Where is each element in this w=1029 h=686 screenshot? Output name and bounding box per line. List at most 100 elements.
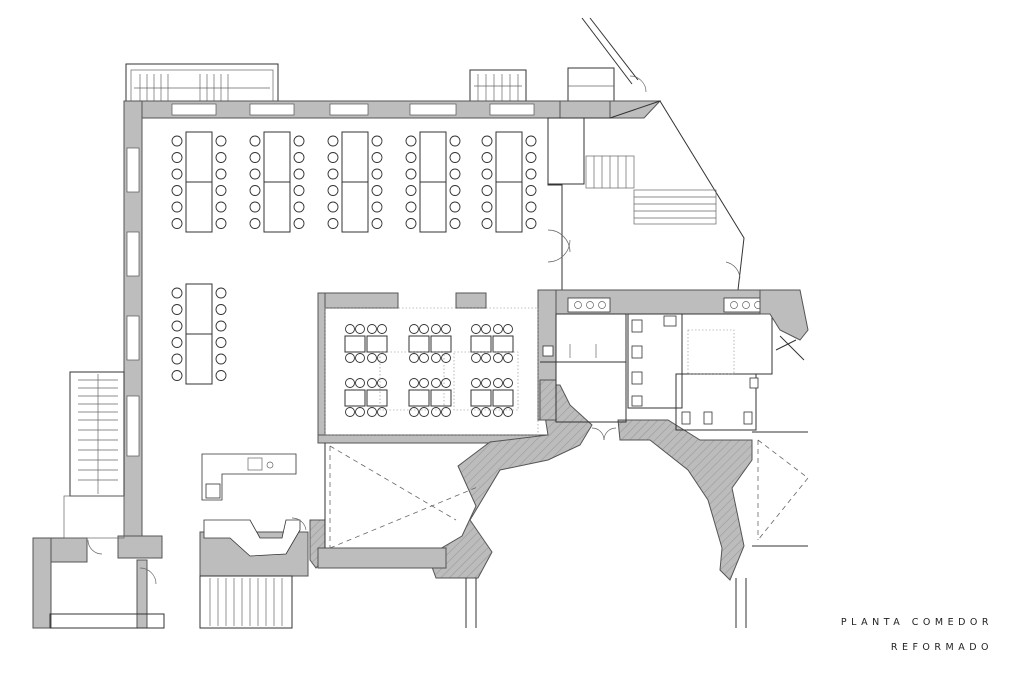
- bar-counter: [201, 453, 301, 557]
- chair: [367, 378, 377, 388]
- chair: [449, 201, 461, 213]
- chair: [355, 353, 365, 363]
- table: [344, 389, 366, 407]
- chair: [441, 324, 451, 334]
- chair: [449, 185, 461, 196]
- chair: [493, 407, 503, 417]
- chair: [405, 185, 417, 196]
- chair: [215, 135, 227, 147]
- chair: [327, 152, 339, 163]
- chair: [525, 168, 537, 180]
- chair: [481, 407, 491, 417]
- stair-right-upper: [585, 155, 717, 225]
- chair: [419, 324, 429, 334]
- right-upper-wing: [547, 100, 745, 291]
- lounge-table-set: [470, 324, 492, 363]
- chair: [327, 201, 339, 213]
- chair: [171, 168, 183, 180]
- chair: [371, 152, 383, 163]
- chair: [449, 218, 461, 229]
- lounge-table-set: [492, 324, 514, 363]
- table: [185, 283, 213, 335]
- chair: [171, 287, 183, 299]
- chair: [327, 135, 339, 147]
- chair: [345, 353, 355, 363]
- toilets: [542, 315, 759, 425]
- doors: [87, 75, 741, 585]
- chair: [171, 353, 183, 365]
- chair: [171, 337, 183, 348]
- table: [341, 181, 369, 233]
- chair: [409, 353, 419, 363]
- chair: [249, 135, 261, 147]
- chair: [419, 407, 429, 417]
- chair: [355, 407, 365, 417]
- chair: [367, 353, 377, 363]
- chair: [171, 320, 183, 332]
- stair-top-right: [567, 17, 639, 105]
- chair: [481, 218, 493, 229]
- chair: [405, 152, 417, 163]
- chair: [409, 378, 419, 388]
- chair: [171, 152, 183, 163]
- chair: [409, 407, 419, 417]
- chair: [215, 370, 227, 381]
- chair: [409, 324, 419, 334]
- chair: [215, 287, 227, 299]
- chair: [481, 378, 491, 388]
- chair: [355, 378, 365, 388]
- chair: [171, 370, 183, 381]
- chair: [471, 378, 481, 388]
- chair: [371, 168, 383, 180]
- stair-top-middle: [469, 69, 527, 105]
- chair: [405, 168, 417, 180]
- chair: [431, 353, 441, 363]
- dining-table-set: [171, 131, 227, 233]
- chair: [327, 218, 339, 229]
- chair: [431, 378, 441, 388]
- chair: [371, 201, 383, 213]
- table: [492, 389, 514, 407]
- table: [495, 131, 523, 183]
- stair-bottom: [209, 578, 283, 626]
- chair: [449, 135, 461, 147]
- right-edge: [759, 289, 809, 361]
- chair: [249, 201, 261, 213]
- lounge-rugs: [379, 351, 519, 411]
- table: [492, 335, 514, 353]
- chair: [471, 353, 481, 363]
- chair: [525, 152, 537, 163]
- main-walls: [123, 100, 662, 542]
- chair: [367, 324, 377, 334]
- chair: [525, 201, 537, 213]
- chair: [377, 353, 387, 363]
- chair: [431, 407, 441, 417]
- chair: [493, 353, 503, 363]
- table: [263, 181, 291, 233]
- chair: [215, 185, 227, 196]
- chair: [405, 201, 417, 213]
- stair-top-left: [125, 63, 279, 105]
- lounge-table-set: [430, 324, 452, 363]
- table: [470, 335, 492, 353]
- table: [263, 131, 291, 183]
- chair: [503, 324, 513, 334]
- chair: [441, 378, 451, 388]
- lounge-table-set: [408, 324, 430, 363]
- chair: [215, 320, 227, 332]
- dining-table-set: [249, 131, 305, 233]
- chair: [367, 407, 377, 417]
- plan-title: PLANTA COMEDOR: [840, 617, 993, 628]
- chair: [293, 201, 305, 213]
- table: [341, 131, 369, 183]
- lounge-table-set: [430, 378, 452, 417]
- chair: [481, 185, 493, 196]
- chair: [503, 378, 513, 388]
- chair: [215, 353, 227, 365]
- chair: [249, 168, 261, 180]
- chair: [493, 324, 503, 334]
- chair: [171, 185, 183, 196]
- chair: [293, 218, 305, 229]
- lounge-table-set: [366, 378, 388, 417]
- lounge-table-set: [344, 378, 366, 417]
